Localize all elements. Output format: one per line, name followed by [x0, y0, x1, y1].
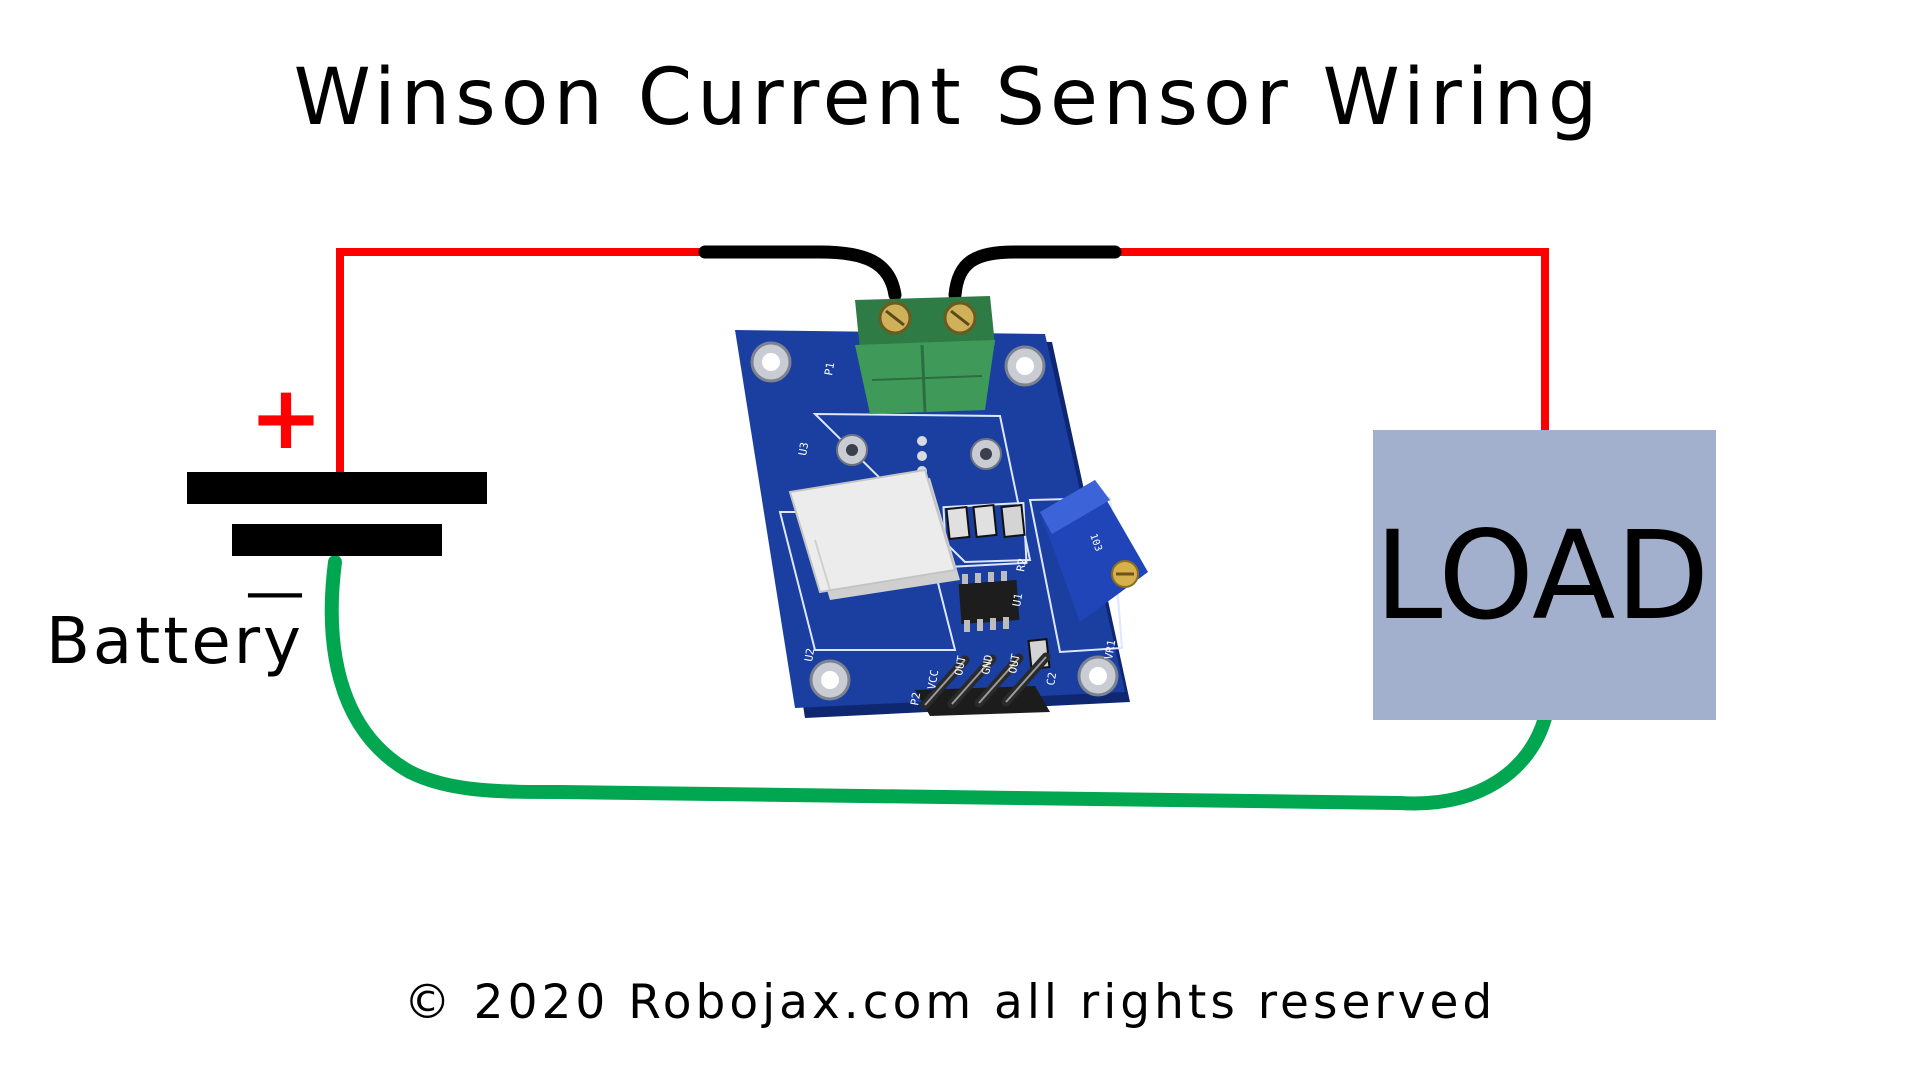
battery-negative-plate — [232, 524, 442, 556]
silk-label-u3: U3 — [796, 441, 811, 456]
silk-label-c2: C2 — [1044, 671, 1059, 686]
current-sensor-module: 103 P1 U3 U2 U1 R2 C2 P2 VR1 VCC OUT GND… — [735, 296, 1148, 718]
silk-label-p1: P1 — [822, 361, 837, 376]
silk-label-r2: R2 — [1014, 557, 1029, 572]
smd-components — [945, 503, 1051, 670]
copyright-footer: © 2020 Robojax.com all rights reserved — [404, 975, 1497, 1030]
trim-potentiometer: 103 — [1040, 480, 1148, 622]
battery-label: Battery — [46, 605, 304, 679]
sensor-lead-wires — [698, 245, 1122, 302]
silk-label-pin-out-2: OUT — [1006, 652, 1022, 674]
diagram-title: Winson Current Sensor Wiring — [294, 53, 1603, 143]
battery-negative-sign: — — [245, 557, 305, 627]
silk-label-u2: U2 — [802, 647, 817, 662]
silk-label-p2: P2 — [908, 691, 923, 706]
return-wire — [324, 555, 1552, 811]
silk-label-vr1: VR1 — [1102, 639, 1118, 661]
battery-positive-sign: + — [249, 366, 323, 469]
op-amp-ic — [958, 571, 1020, 632]
header-pins — [915, 652, 1051, 716]
load-label: LOAD — [1375, 505, 1710, 647]
pcb-pads — [836, 434, 1002, 476]
hall-sensor-chip — [788, 468, 960, 600]
mounting-holes — [750, 341, 1119, 701]
screw-terminal-block — [855, 296, 995, 414]
positive-wire — [336, 248, 1549, 472]
battery-symbol — [187, 472, 487, 556]
silk-label-pin-out: OUT — [952, 654, 968, 676]
silk-label-u1: U1 — [1010, 592, 1025, 607]
load-box — [1373, 430, 1716, 720]
silk-label-pin-gnd: GND — [979, 654, 995, 676]
battery-positive-plate — [187, 472, 487, 504]
silk-label-pin-vcc: VCC — [925, 669, 941, 691]
